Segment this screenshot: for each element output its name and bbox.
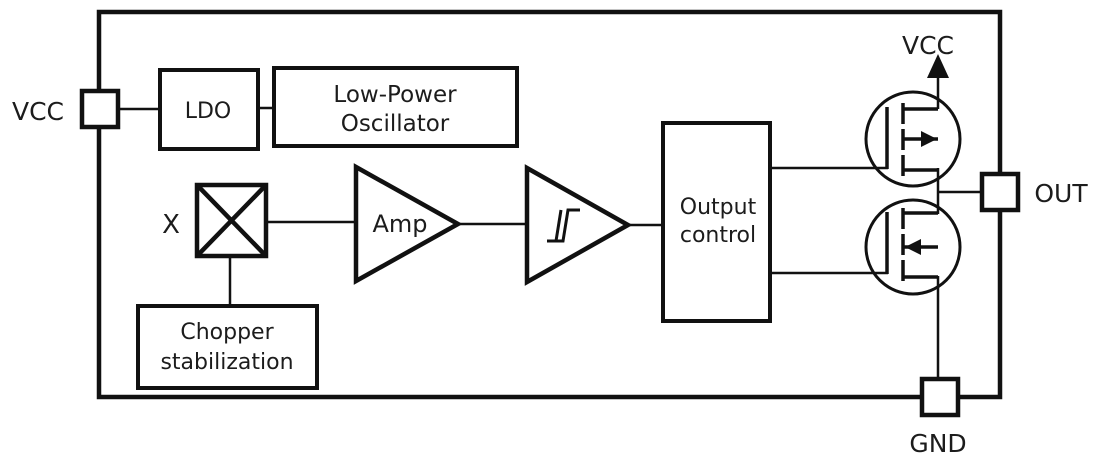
output-control-label-line2: control: [680, 223, 756, 248]
hysteresis-icon: [554, 209, 563, 242]
multiplier-label: X: [162, 210, 180, 240]
oscillator-label-line2: Oscillator: [341, 111, 450, 137]
vcc-top-label: VCC: [902, 31, 954, 60]
vcc-left-label: VCC: [12, 97, 64, 126]
oscillator-label-line1: Low-Power: [333, 82, 457, 108]
high-side-mosfet-internals: [885, 103, 938, 176]
chopper-label-line1: Chopper: [180, 320, 274, 345]
ldo-label: LDO: [185, 99, 232, 124]
output-control-block: [661, 121, 772, 323]
multiplier-icon: [194, 182, 269, 259]
mosfet-body-arrow-right-icon: [921, 131, 937, 147]
gnd-pin: [919, 376, 961, 418]
schmitt-triangle: [524, 164, 633, 286]
out-pin: [979, 171, 1021, 213]
schmitt-trigger-icon: [524, 164, 633, 286]
gnd-label: GND: [909, 429, 966, 458]
hysteresis-icon: [547, 208, 580, 243]
output-control-label-line1: Output: [680, 195, 757, 220]
multiplier-diagonal: [195, 183, 268, 258]
amp-block: [353, 163, 463, 285]
out-label: OUT: [1034, 179, 1088, 208]
vcc-arrow-icon: [927, 54, 949, 78]
low-side-mosfet-internals: [885, 208, 938, 281]
chopper-label-line2: stabilization: [160, 350, 293, 375]
vcc-pin: [79, 88, 121, 130]
oscillator-block: [272, 66, 519, 148]
amp-label: Amp: [372, 210, 427, 238]
chopper-block: [136, 304, 319, 390]
mosfet-body-arrow-left-icon: [905, 239, 921, 255]
ldo-block: [158, 68, 260, 151]
